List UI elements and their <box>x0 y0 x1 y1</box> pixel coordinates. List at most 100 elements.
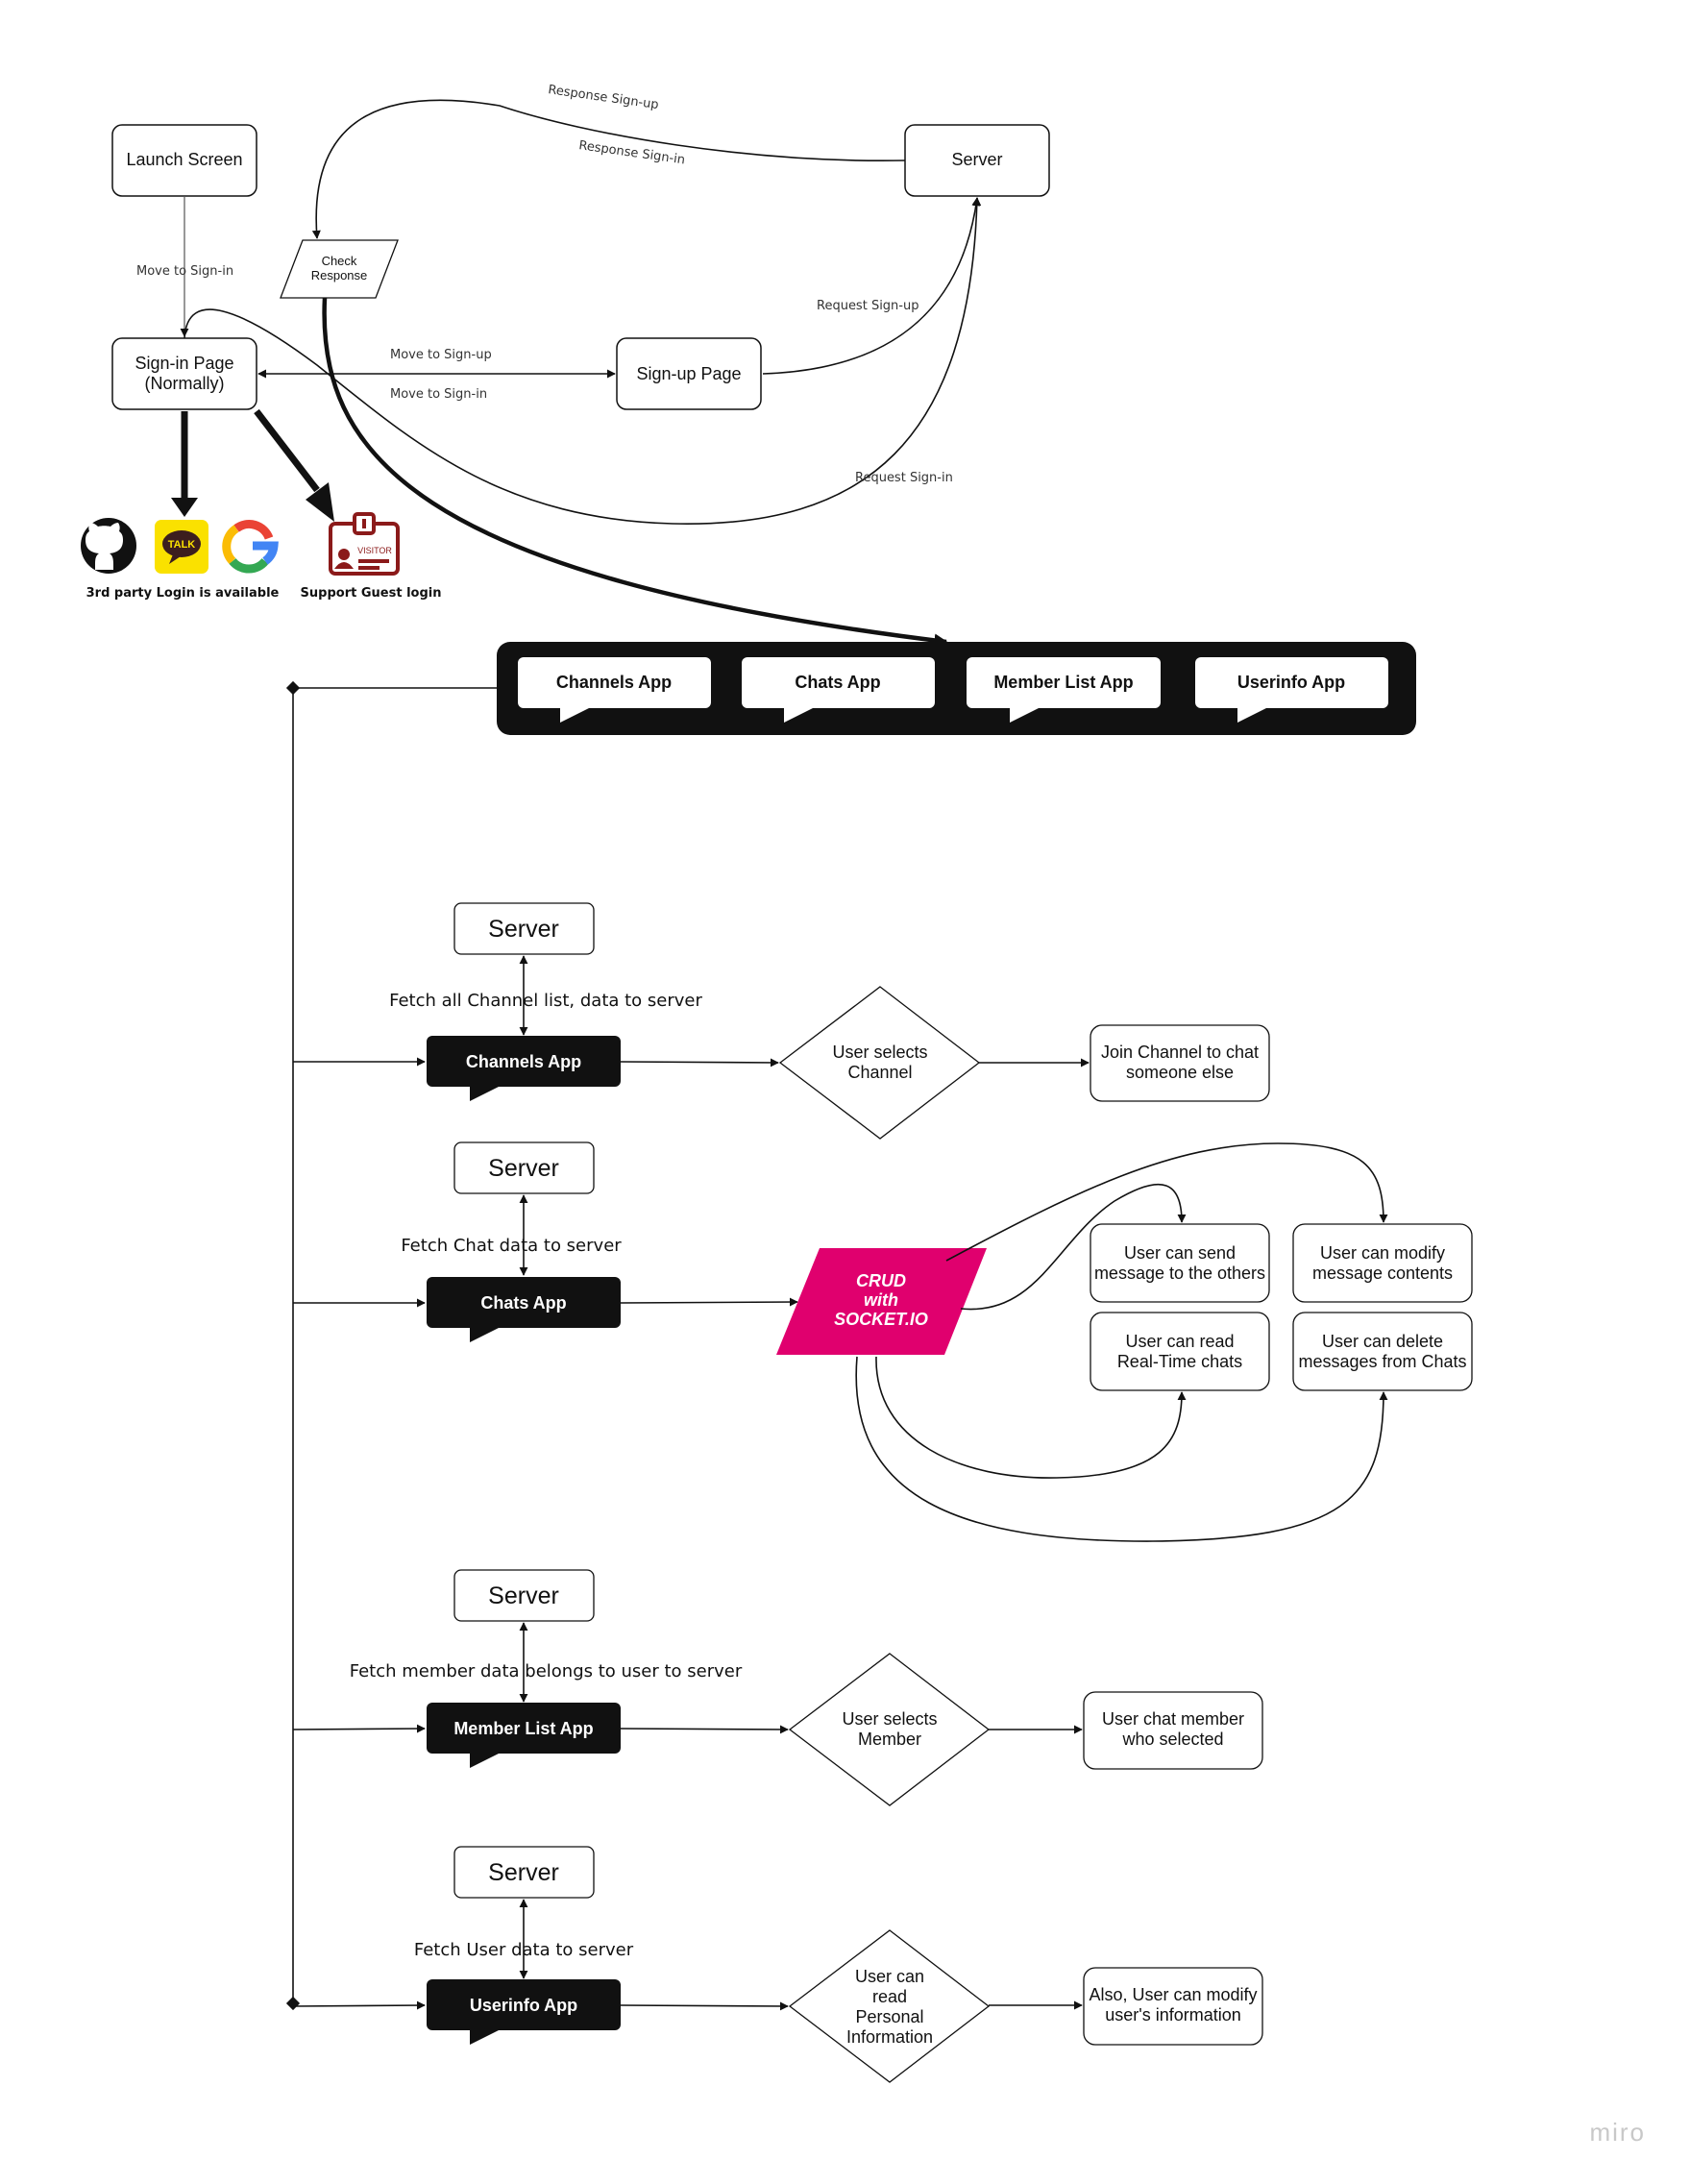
chats-delete-node <box>1292 1312 1473 1391</box>
launch-screen-node: Launch Screen <box>111 124 257 197</box>
chats-section: Server Fetch Chat data to server Chats A… <box>293 1141 1473 1542</box>
label-response-signin: Response Sign-in <box>577 138 685 167</box>
label-request-signin: Request Sign-in <box>855 471 953 485</box>
chats-send-line1: User can send <box>1124 1243 1236 1263</box>
apps-tab-member-list-label: Member List App <box>993 673 1133 692</box>
launch-screen-label: Launch Screen <box>126 150 242 169</box>
chats-delete-line1: User can delete <box>1322 1332 1443 1351</box>
label-move-to-signup: Move to Sign-up <box>390 348 492 362</box>
chats-fetch-label: Fetch Chat data to server <box>401 1236 622 1256</box>
channels-server-node <box>453 902 595 955</box>
userinfo-result-node <box>1083 1967 1263 2046</box>
members-decision-line2: Member <box>858 1730 921 1749</box>
crud-line1: CRUD <box>856 1271 906 1290</box>
signin-page-line1: Sign-in Page <box>135 354 233 373</box>
github-icon <box>81 518 136 574</box>
chats-app-node: Chats App <box>427 1277 621 1342</box>
userinfo-result-line1: Also, User can modify <box>1089 1985 1257 2004</box>
members-decision-line1: User selects <box>842 1709 937 1729</box>
label-response-signup: Response Sign-up <box>547 83 659 112</box>
apps-tab-chats[interactable]: Chats App <box>742 657 935 723</box>
chats-modify-line2: message contents <box>1312 1264 1453 1283</box>
members-section: Server Fetch member data belongs to user… <box>292 1569 1263 1806</box>
visitor-badge-text: VISITOR <box>357 546 392 555</box>
members-app-label: Member List App <box>453 1719 593 1738</box>
kakao-talk-icon: TALK <box>155 520 208 574</box>
channels-result-line2: someone else <box>1126 1063 1234 1082</box>
channels-result-line1: Join Channel to chat <box>1101 1043 1259 1062</box>
members-result-node <box>1083 1691 1263 1770</box>
third-party-caption: 3rd party Login is available <box>86 586 280 601</box>
signup-page-label: Sign-up Page <box>636 364 741 383</box>
channels-result-node <box>1090 1024 1270 1102</box>
kakao-badge-text: TALK <box>168 539 196 551</box>
check-response-line1: Check <box>322 254 357 268</box>
members-fetch-label: Fetch member data belongs to user to ser… <box>350 1661 743 1681</box>
server-node-top: Server <box>904 124 1050 197</box>
userinfo-decision-line1: User can <box>855 1967 924 1986</box>
userinfo-decision-line2: read <box>872 1987 907 2006</box>
apps-tab-chats-label: Chats App <box>795 673 880 692</box>
signup-page-node: Sign-up Page <box>616 337 762 410</box>
edge-check-response-to-apps <box>322 297 948 648</box>
edge-crud-to-send <box>960 1183 1187 1311</box>
userinfo-section: Server Fetch User data to server Userinf… <box>292 1846 1263 2083</box>
apps-tab-userinfo-label: Userinfo App <box>1237 673 1345 692</box>
apps-tab-channels-label: Channels App <box>556 673 672 692</box>
userinfo-decision-line3: Personal <box>855 2007 923 2026</box>
chats-send-line2: message to the others <box>1094 1264 1265 1283</box>
userinfo-app-label: Userinfo App <box>470 1996 577 2015</box>
channels-decision-line2: Channel <box>847 1063 912 1082</box>
server-top-label: Server <box>951 150 1002 169</box>
guest-caption: Support Guest login <box>301 586 442 601</box>
check-response-line2: Response <box>311 268 368 282</box>
chats-read-line1: User can read <box>1125 1332 1234 1351</box>
chats-app-label: Chats App <box>480 1293 566 1313</box>
crud-line2: with <box>864 1290 898 1310</box>
apps-tab-member-list[interactable]: Member List App <box>967 657 1161 723</box>
chats-modify-line1: User can modify <box>1320 1243 1445 1263</box>
channels-server-label: Server <box>488 916 559 943</box>
chats-server-node <box>453 1141 595 1194</box>
channels-section: Server Fetch all Channel list, data to s… <box>293 902 1270 1140</box>
userinfo-app-node: Userinfo App <box>427 1979 621 2045</box>
members-result-line2: who selected <box>1121 1730 1223 1749</box>
miro-watermark: miro <box>1589 2118 1646 2147</box>
apps-tab-userinfo[interactable]: Userinfo App <box>1195 657 1388 723</box>
members-decision-node <box>788 1653 991 1806</box>
signin-page-node: Sign-in Page (Normally) <box>111 337 257 410</box>
trunk-connector <box>285 680 497 2011</box>
chats-delete-line2: messages from Chats <box>1298 1352 1466 1371</box>
channels-fetch-label: Fetch all Channel list, data to server <box>389 991 702 1011</box>
channels-decision-line1: User selects <box>832 1043 927 1062</box>
edge-crud-to-modify <box>945 1142 1388 1262</box>
signin-page-line2: (Normally) <box>145 374 225 393</box>
edge-signin-to-server <box>184 197 982 525</box>
chats-send-node <box>1090 1223 1270 1303</box>
arrow-to-guest-shaft <box>254 408 320 493</box>
apps-tab-channels[interactable]: Channels App <box>518 657 711 723</box>
edge-server-to-check-response <box>311 99 906 239</box>
label-request-signup: Request Sign-up <box>817 299 918 313</box>
userinfo-server-node <box>453 1846 595 1899</box>
userinfo-fetch-label: Fetch User data to server <box>414 1940 634 1960</box>
chats-modify-node <box>1292 1223 1473 1303</box>
members-app-node: Member List App <box>427 1703 621 1768</box>
channels-app-node: Channels App <box>427 1036 621 1101</box>
arrow-to-third-party-head <box>171 498 198 517</box>
userinfo-decision-node <box>788 1929 991 2083</box>
crud-socketio-node <box>776 1248 987 1355</box>
channels-decision-node <box>778 986 981 1140</box>
check-response-node: Check Response <box>280 239 399 299</box>
userinfo-decision-line4: Information <box>846 2027 933 2047</box>
edge-crud-to-read <box>875 1356 1187 1479</box>
arrow-to-guest-head <box>306 482 334 522</box>
google-icon <box>222 520 279 574</box>
members-server-node <box>453 1569 595 1622</box>
apps-bar: Channels App Chats App Member List App U… <box>497 642 1416 735</box>
channels-app-label: Channels App <box>466 1052 581 1071</box>
members-result-line1: User chat member <box>1102 1709 1244 1729</box>
visitor-badge-icon: VISITOR <box>329 512 400 576</box>
edge-crud-to-delete <box>855 1356 1388 1542</box>
